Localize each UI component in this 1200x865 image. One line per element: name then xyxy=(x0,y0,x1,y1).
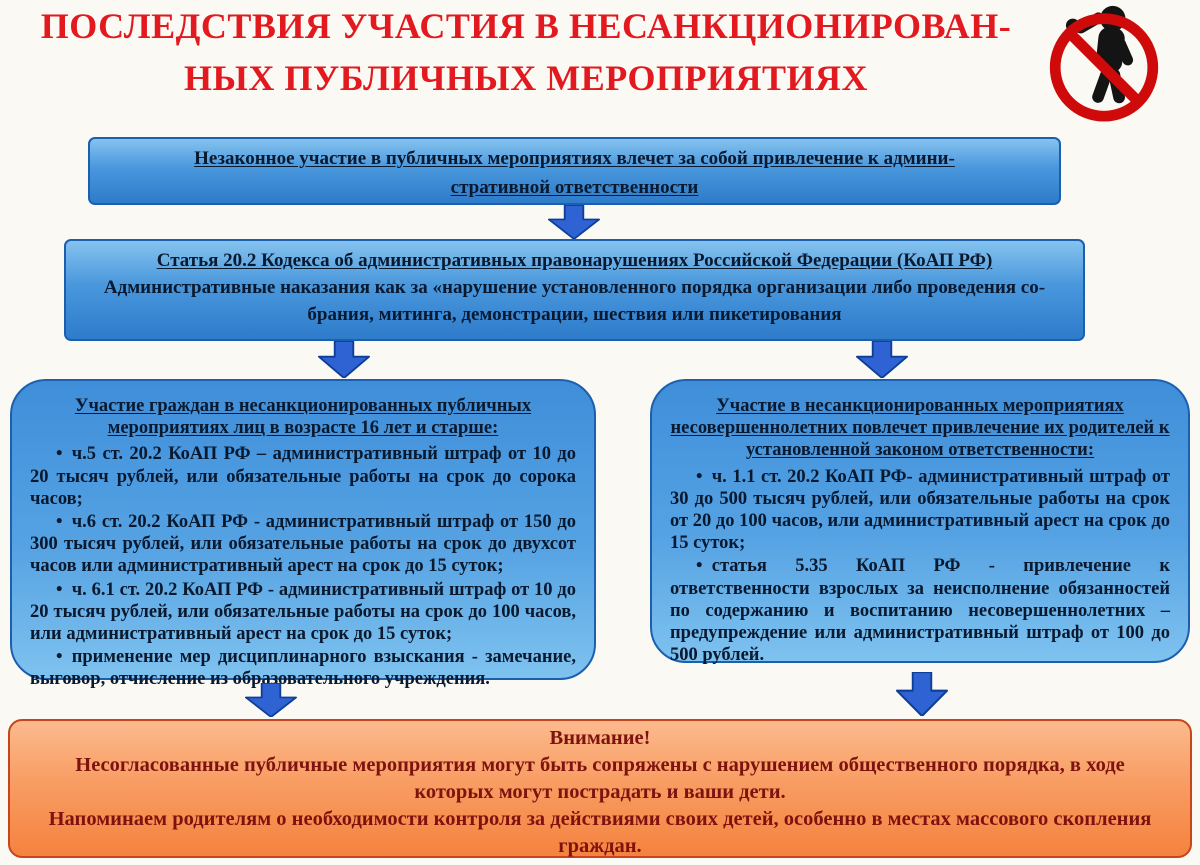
list-item: ч.5 ст. 20.2 КоАП РФ – административный … xyxy=(30,443,576,510)
intro-text-line-2: стративной ответственности xyxy=(450,177,699,199)
intro-text-line-1: Незаконное участие в публичных мероприят… xyxy=(194,148,955,169)
page-title-line-2: НЫХ ПУБЛИЧНЫХ МЕРОПРИЯТИЯХ xyxy=(183,58,869,99)
down-arrow-icon xyxy=(896,672,948,716)
list-item: ч.6 ст. 20.2 КоАП РФ - административный … xyxy=(30,511,576,578)
minors-box-heading: Участие в несанкционированных мероприяти… xyxy=(670,396,1170,461)
down-arrow-icon xyxy=(245,683,297,717)
adults-bullet-list: ч.5 ст. 20.2 КоАП РФ – административный … xyxy=(30,443,576,690)
warning-line-2: Напоминаем родителям о необходимости кон… xyxy=(48,808,1152,858)
no-protest-icon xyxy=(1038,2,1170,124)
warning-box: Внимание! Несогласованные публичные меро… xyxy=(8,719,1192,858)
article-body-line-1: Административные наказания как за «наруш… xyxy=(103,276,1046,298)
minors-bullet-list: ч. 1.1 ст. 20.2 КоАП РФ- административны… xyxy=(670,466,1170,667)
minors-consequences-box: Участие в несанкционированных мероприяти… xyxy=(650,379,1190,665)
page-title-line-1: ПОСЛЕДСТВИЯ УЧАСТИЯ В НЕСАНКЦИОНИРОВАН- xyxy=(40,6,1012,46)
page-title: ПОСЛЕДСТВИЯ УЧАСТИЯ В НЕСАНКЦИОНИРОВАН- … xyxy=(20,0,1032,104)
down-arrow-icon xyxy=(548,205,600,239)
adults-box-heading: Участие граждан в несанкционированных пу… xyxy=(74,396,532,439)
list-item: ч. 1.1 ст. 20.2 КоАП РФ- административны… xyxy=(670,466,1170,555)
intro-box: Незаконное участие в публичных мероприят… xyxy=(88,137,1061,205)
warning-line-1: Несогласованные публичные мероприятия мо… xyxy=(75,754,1125,804)
list-item: ч. 6.1 ст. 20.2 КоАП РФ - административн… xyxy=(30,579,576,646)
down-arrow-icon xyxy=(318,341,370,378)
article-heading: Статья 20.2 Кодекса об административных … xyxy=(156,250,993,271)
warning-title: Внимание! xyxy=(549,727,651,749)
list-item: применение мер дисциплинарного взыскания… xyxy=(30,646,576,690)
article-body-line-2: брания, митинга, демонстрации, шествия и… xyxy=(307,303,842,325)
adults-consequences-box: Участие граждан в несанкционированных пу… xyxy=(10,379,596,689)
article-box: Статья 20.2 Кодекса об административных … xyxy=(64,239,1085,341)
list-item: статья 5.35 КоАП РФ - привлечение к отве… xyxy=(670,555,1170,666)
down-arrow-icon xyxy=(856,341,908,378)
